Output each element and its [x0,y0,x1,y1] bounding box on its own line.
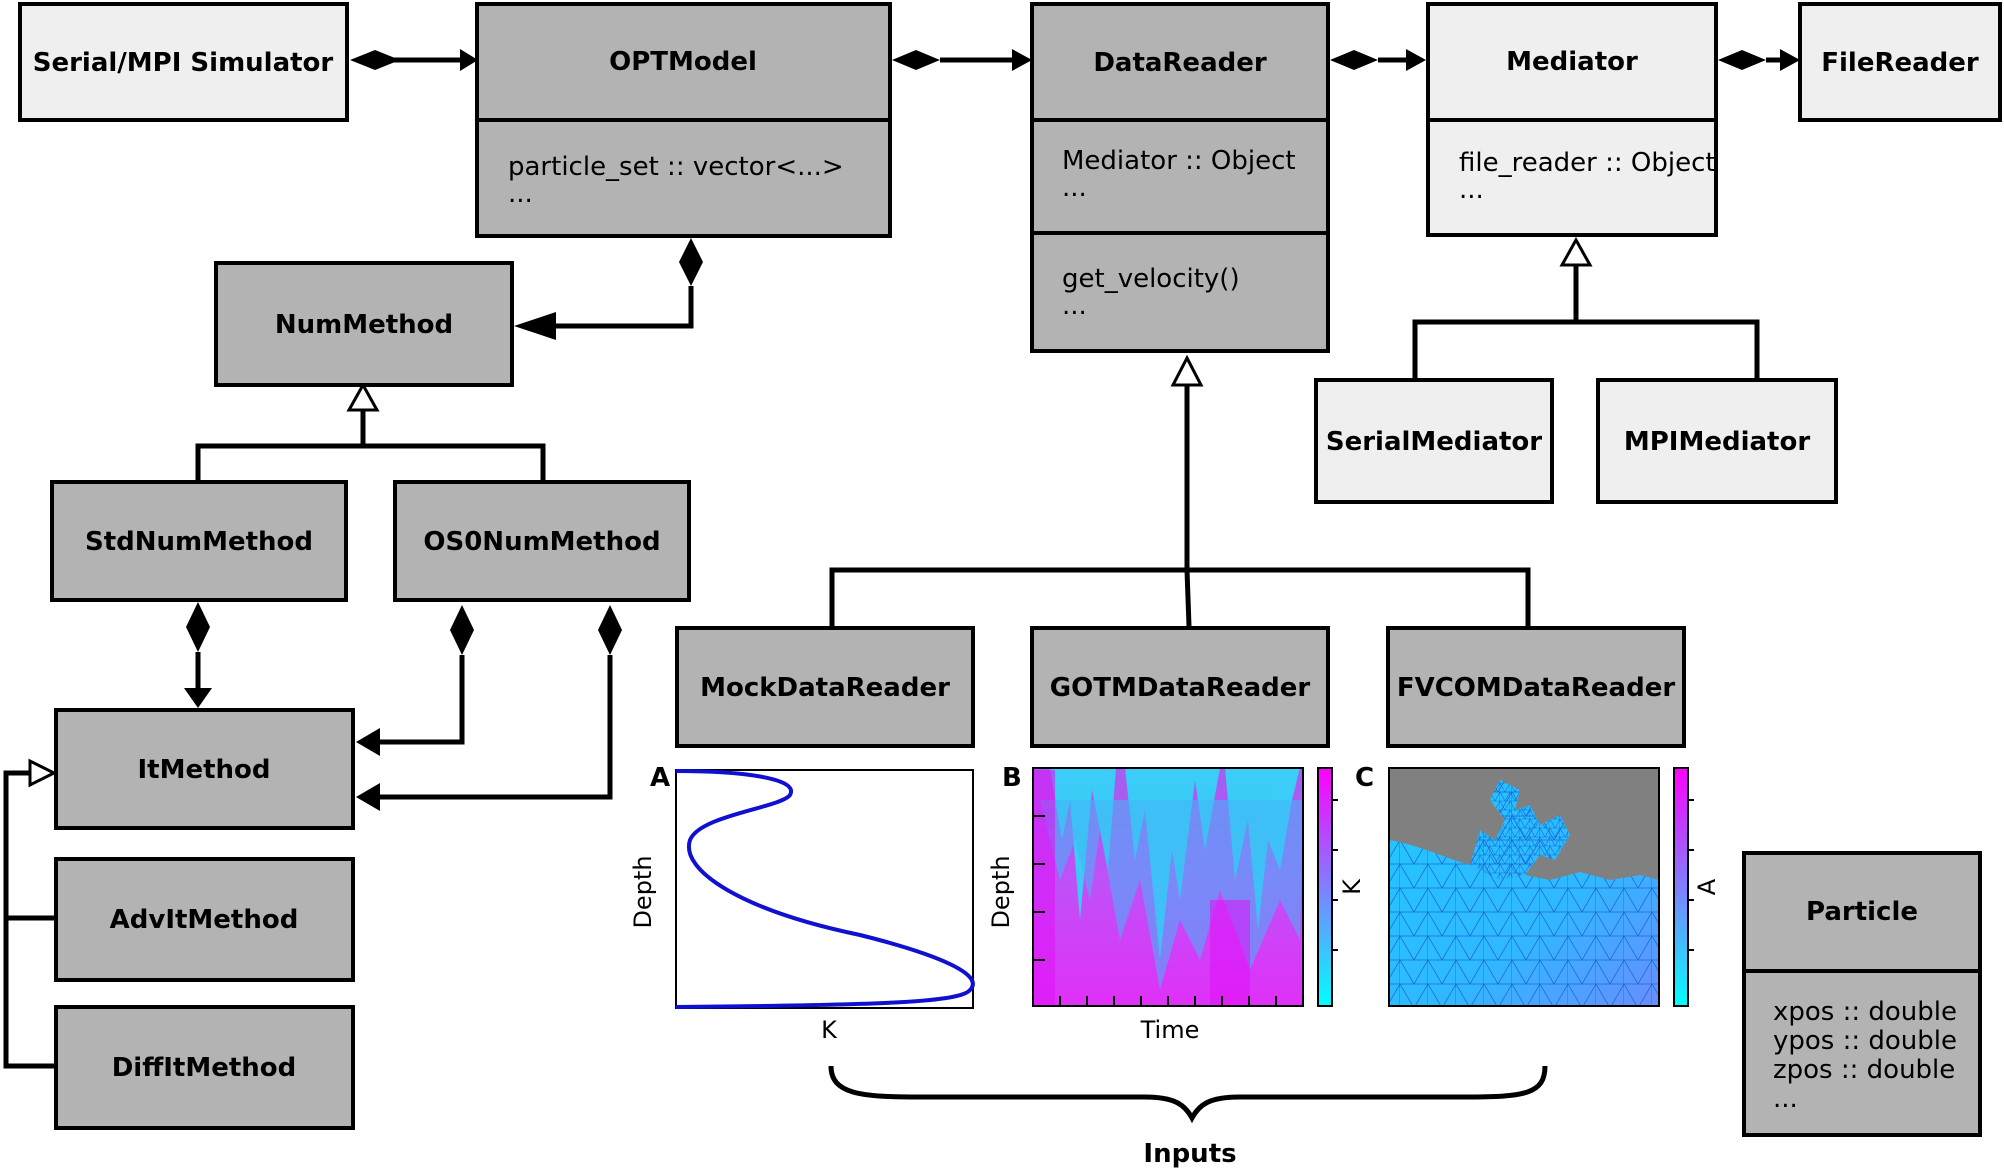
axis-label-time: Time [1140,1016,1200,1044]
class-itmethod: ItMethod [54,708,355,830]
class-filereader: FileReader [1798,2,2002,122]
class-name: Serial/MPI Simulator [33,48,334,78]
class-name: OS0NumMethod [423,527,660,557]
class-serialmediator: SerialMediator [1314,378,1554,504]
class-stdnummethod: StdNumMethod [50,480,348,602]
panel-letter: A [650,763,670,793]
axis-label-depth: Depth [987,855,1015,928]
class-attr: particle_set :: vector<...> [508,152,844,182]
class-name: OPTModel [609,47,757,77]
class-advitmethod: AdvItMethod [54,857,355,982]
inputs-brace: Inputs [828,1065,1548,1169]
class-attr: Mediator :: Object [1062,146,1296,176]
class-name: Particle [1806,897,1918,927]
class-name: FVCOMDataReader [1397,673,1675,703]
class-mediator: Mediator file_reader :: Object ... [1426,2,1718,237]
class-attr: ... [508,179,533,209]
axis-label-depth: Depth [629,855,657,928]
class-attr: ypos :: double [1773,1026,1957,1056]
inputs-label: Inputs [1143,1139,1236,1169]
class-mpimediator: MPIMediator [1596,378,1838,504]
panel-letter: B [1002,763,1022,793]
class-name: DataReader [1093,48,1267,78]
panel-b: B [987,763,1366,1044]
class-mockdatareader: MockDataReader [675,626,975,748]
class-datareader: DataReader Mediator :: Object ... get_ve… [1030,2,1330,353]
class-name: AdvItMethod [110,905,299,935]
class-attr: xpos :: double [1773,997,1957,1027]
class-attr: zpos :: double [1773,1055,1955,1085]
class-name: FileReader [1821,48,1979,78]
class-fvcomdatareader: FVCOMDataReader [1386,626,1686,748]
class-diffitmethod: DiffItMethod [54,1005,355,1130]
class-name: GOTMDataReader [1050,673,1311,703]
class-attr: ... [1062,173,1087,203]
connectors [3,49,1800,1069]
class-optmodel: OPTModel particle_set :: vector<...> ... [475,2,892,238]
class-serial-mpi-simulator: Serial/MPI Simulator [18,2,349,122]
class-name: ItMethod [137,755,270,785]
colorbar-label: A [1693,878,1721,895]
class-name: MPIMediator [1624,427,1810,457]
class-os0nummethod: OS0NumMethod [393,480,691,602]
class-name: DiffItMethod [112,1053,297,1083]
panel-letter: C [1355,763,1374,793]
panel-a: A Depth K [629,763,975,1044]
class-gotmdatareader: GOTMDataReader [1030,626,1330,748]
class-name: NumMethod [275,310,453,340]
profile-line [675,769,975,1009]
class-nummethod: NumMethod [214,261,514,387]
class-name: SerialMediator [1326,427,1542,457]
class-particle: Particle xpos :: double ypos :: double z… [1742,851,1982,1137]
class-attr: file_reader :: Object [1459,148,1716,178]
panel-c: C A [1355,763,1721,1007]
class-method: get_velocity() [1062,264,1240,294]
class-attr: ... [1773,1084,1798,1114]
axis-label-k: K [821,1016,838,1044]
class-name: MockDataReader [700,673,950,703]
class-name: Mediator [1506,47,1638,77]
class-name: StdNumMethod [85,527,313,557]
class-method: ... [1062,291,1087,321]
colorbar-label: K [1338,878,1366,895]
class-attr: ... [1459,175,1484,205]
